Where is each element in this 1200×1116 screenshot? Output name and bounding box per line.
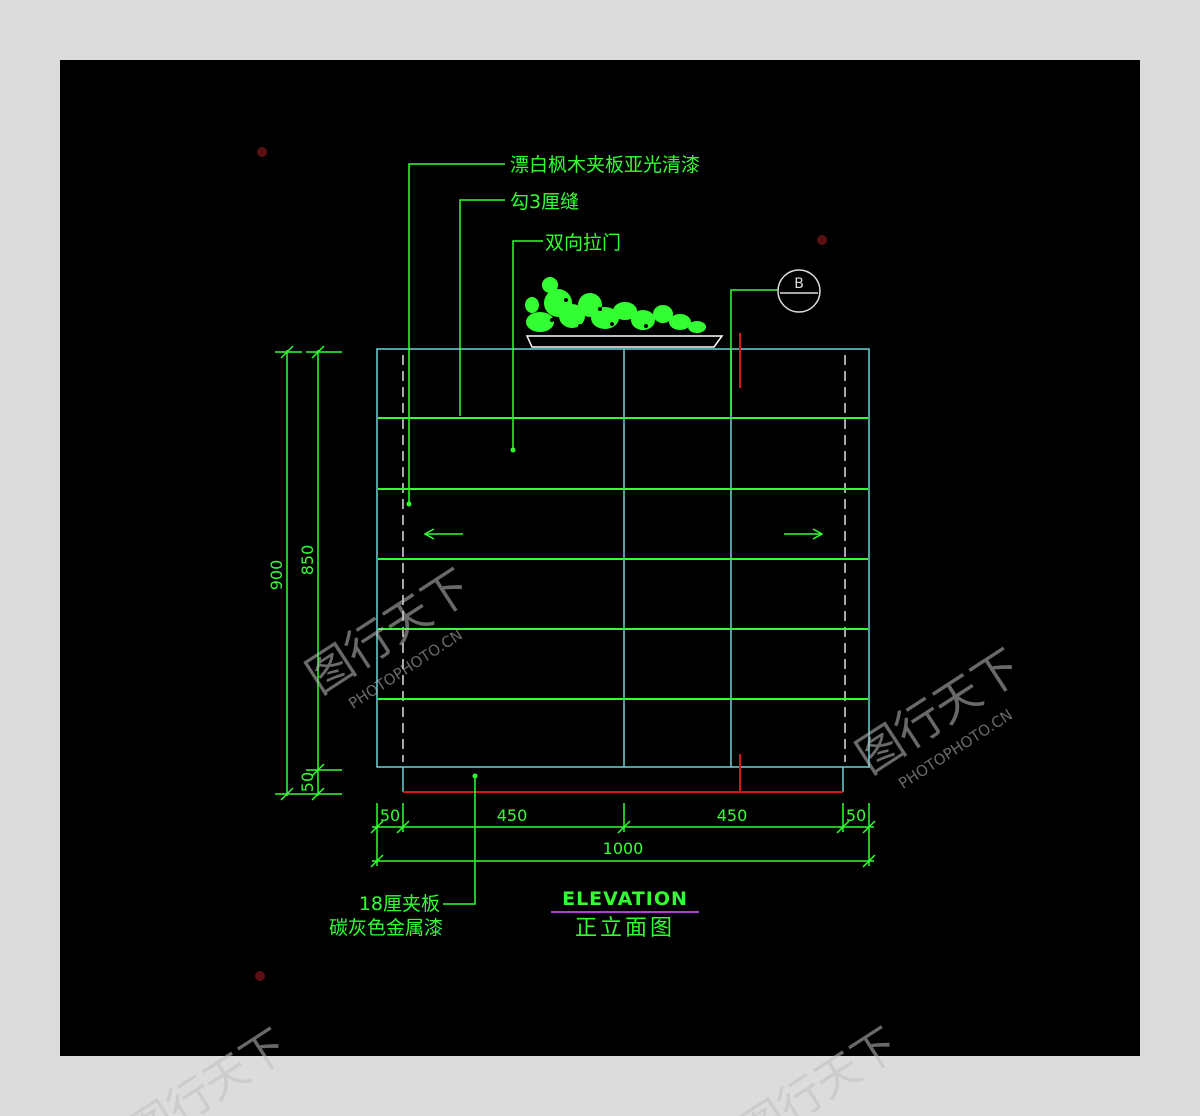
dim-height-base: 50 — [298, 772, 317, 792]
dashed-panel-edges — [402, 355, 846, 762]
finish-note: 漂白枫木夹板亚光清漆 — [510, 154, 700, 176]
watermark-right: 图行天下 PHOTOPHOTO.CN — [846, 639, 1030, 793]
dim-width-right-panel: 450 — [717, 806, 748, 825]
base-material-note: 18厘夹板 — [359, 893, 440, 915]
dim-height-total: 900 — [267, 560, 286, 591]
section-marker: B — [777, 269, 821, 313]
dim-height-upper: 850 — [298, 545, 317, 576]
dim-width-right-edge: 50 — [846, 806, 866, 825]
door-note: 双向拉门 — [545, 232, 621, 254]
drawing-subtitle: 正立面图 — [575, 916, 675, 941]
dim-width-total: 1000 — [603, 839, 644, 858]
drawing-title: ELEVATION — [562, 888, 688, 910]
dim-width-left-panel: 450 — [497, 806, 528, 825]
groove-note: 勾3厘缝 — [510, 191, 579, 213]
leader-lines — [408, 163, 778, 905]
vertical-dimensions — [275, 345, 342, 801]
elevation-drawing: B 漂白枫木夹板亚光清漆 勾3厘缝 双向拉门 18厘夹板 碳灰色金属漆 900 … — [255, 147, 1030, 981]
horizontal-dimensions — [370, 803, 876, 868]
plant-decoration — [525, 277, 724, 348]
groove-lines — [378, 417, 868, 700]
dim-width-left-edge: 50 — [380, 806, 400, 825]
section-marker-label: B — [794, 276, 804, 292]
base-finish-note: 碳灰色金属漆 — [329, 917, 443, 939]
leader-dots — [406, 447, 516, 779]
drawing-canvas: B 漂白枫木夹板亚光清漆 勾3厘缝 双向拉门 18厘夹板 碳灰色金属漆 900 … — [60, 60, 1140, 1056]
sliding-arrows — [423, 528, 824, 540]
watermark-seal-dots — [255, 147, 827, 981]
